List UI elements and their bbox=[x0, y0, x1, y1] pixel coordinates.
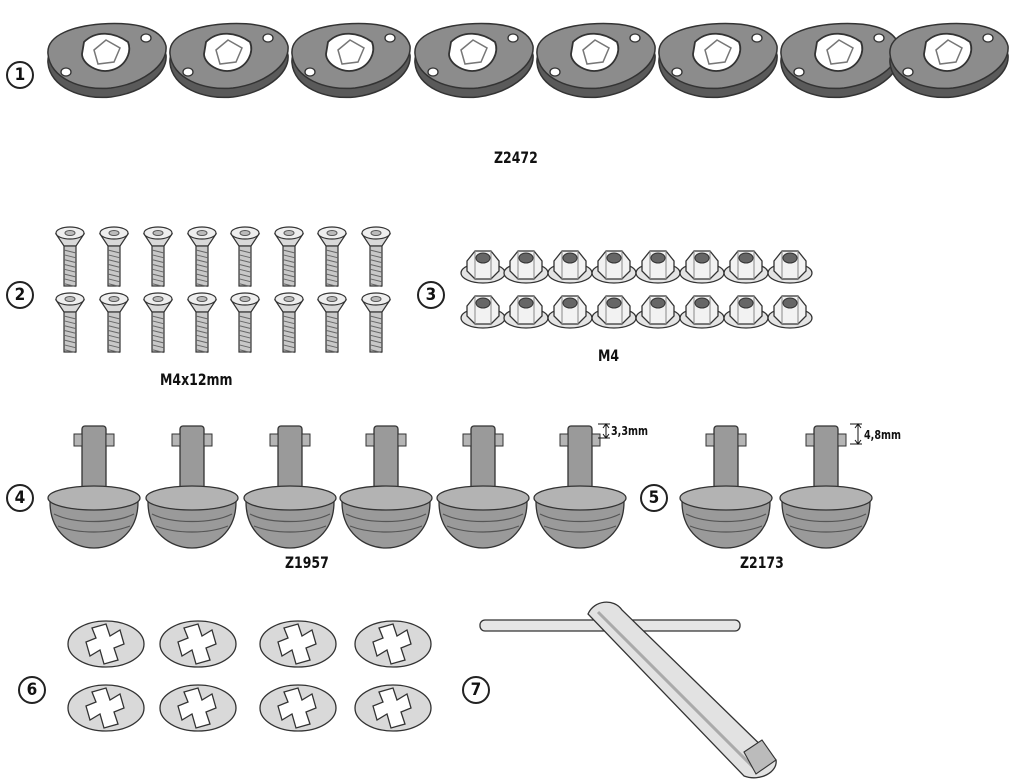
screw-1 bbox=[54, 226, 86, 288]
clip-washer-3 bbox=[259, 620, 337, 668]
mounting-plate-5 bbox=[536, 22, 656, 99]
screw-2 bbox=[98, 226, 130, 288]
dimension-3-3mm: 3,3mm bbox=[611, 424, 649, 438]
screw-11 bbox=[142, 292, 174, 354]
mounting-plate-3 bbox=[291, 22, 411, 99]
plug-z1957-4 bbox=[339, 425, 433, 549]
dimension-4-8mm: 4,8mm bbox=[864, 428, 902, 442]
mounting-plate-7 bbox=[780, 22, 900, 99]
flange-nut-2 bbox=[503, 250, 549, 284]
part-label-z1957: Z1957 bbox=[285, 553, 329, 572]
mounting-plate-2 bbox=[169, 22, 289, 99]
dimension-marker-3-3mm bbox=[598, 423, 610, 439]
part-label-m4x12mm: M4x12mm bbox=[160, 370, 233, 389]
flange-nut-6 bbox=[679, 250, 725, 284]
plug-z2173-1 bbox=[679, 425, 773, 549]
clip-washer-1 bbox=[67, 620, 145, 668]
flange-nut-4 bbox=[591, 250, 637, 284]
screw-15 bbox=[316, 292, 348, 354]
screw-7 bbox=[316, 226, 348, 288]
flange-nut-15 bbox=[723, 295, 769, 329]
part-number-2: 2 bbox=[6, 281, 34, 309]
clip-washer-7 bbox=[259, 684, 337, 732]
flange-nut-14 bbox=[679, 295, 725, 329]
flange-nut-13 bbox=[635, 295, 681, 329]
flange-nut-5 bbox=[635, 250, 681, 284]
part-number-6: 6 bbox=[18, 676, 46, 704]
flange-nut-12 bbox=[591, 295, 637, 329]
screw-9 bbox=[54, 292, 86, 354]
clip-washer-4 bbox=[354, 620, 432, 668]
flange-nut-10 bbox=[503, 295, 549, 329]
mounting-plate-8 bbox=[889, 22, 1009, 99]
screw-10 bbox=[98, 292, 130, 354]
screw-5 bbox=[229, 226, 261, 288]
plug-z1957-1 bbox=[47, 425, 141, 549]
t-handle-key bbox=[479, 601, 777, 779]
screw-4 bbox=[186, 226, 218, 288]
part-number-3: 3 bbox=[417, 281, 445, 309]
flange-nut-16 bbox=[767, 295, 813, 329]
flange-nut-1 bbox=[460, 250, 506, 284]
dimension-marker-4-8mm bbox=[850, 423, 862, 445]
plug-z2173-2 bbox=[779, 425, 873, 549]
part-number-7: 7 bbox=[462, 676, 490, 704]
part-number-1: 1 bbox=[6, 61, 34, 89]
flange-nut-3 bbox=[547, 250, 593, 284]
part-label-z2472: Z2472 bbox=[494, 148, 538, 167]
part-label-m4: M4 bbox=[598, 346, 620, 365]
screw-16 bbox=[360, 292, 392, 354]
mounting-plate-6 bbox=[658, 22, 778, 99]
flange-nut-8 bbox=[767, 250, 813, 284]
mounting-plate-4 bbox=[414, 22, 534, 99]
part-number-4: 4 bbox=[6, 484, 34, 512]
plug-z1957-2 bbox=[145, 425, 239, 549]
plug-z1957-5 bbox=[436, 425, 530, 549]
clip-washer-6 bbox=[159, 684, 237, 732]
plug-z1957-6 bbox=[533, 425, 627, 549]
screw-14 bbox=[273, 292, 305, 354]
screw-6 bbox=[273, 226, 305, 288]
part-number-5: 5 bbox=[640, 484, 668, 512]
plug-z1957-3 bbox=[243, 425, 337, 549]
part-label-z2173: Z2173 bbox=[740, 553, 784, 572]
clip-washer-2 bbox=[159, 620, 237, 668]
screw-12 bbox=[186, 292, 218, 354]
screw-3 bbox=[142, 226, 174, 288]
flange-nut-11 bbox=[547, 295, 593, 329]
screw-8 bbox=[360, 226, 392, 288]
clip-washer-8 bbox=[354, 684, 432, 732]
flange-nut-7 bbox=[723, 250, 769, 284]
clip-washer-5 bbox=[67, 684, 145, 732]
screw-13 bbox=[229, 292, 261, 354]
flange-nut-9 bbox=[460, 295, 506, 329]
mounting-plate-1 bbox=[47, 22, 167, 99]
